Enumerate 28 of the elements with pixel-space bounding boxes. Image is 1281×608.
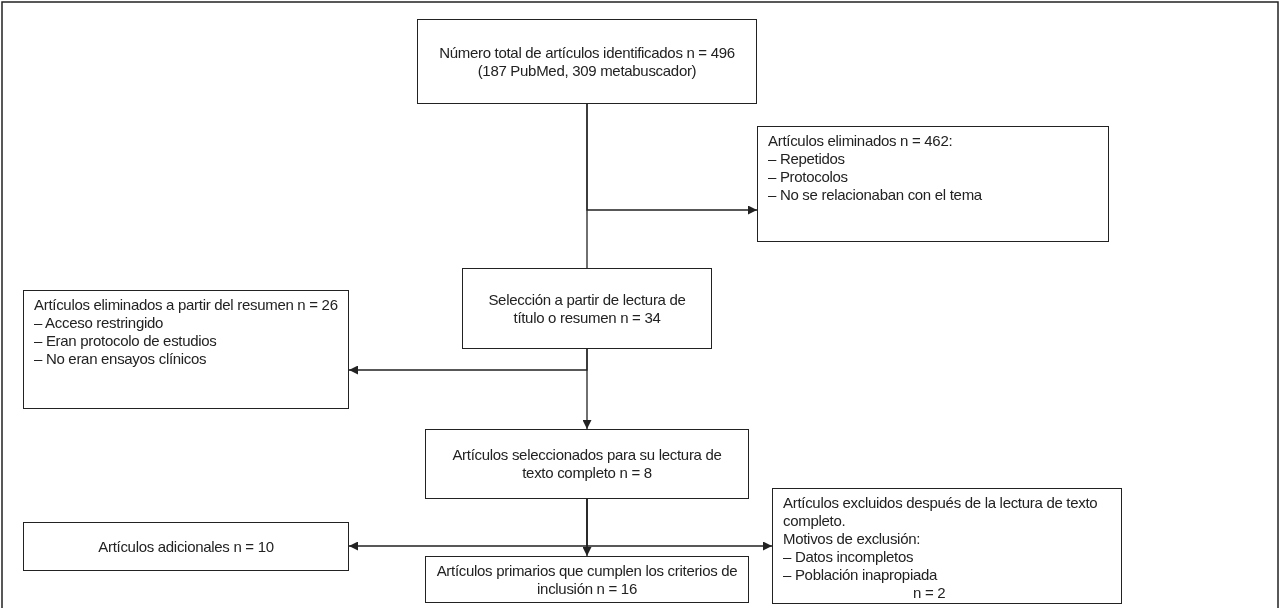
box-text: Artículos excluidos después de la lectura de texto completo. [783, 494, 1099, 530]
arrow [586, 498, 773, 551]
box-text: Artículos seleccionados para su lectura de texto completo n = 8 [451, 446, 723, 482]
box-text: Artículos eliminados a partir del resumen n = 26 [34, 296, 338, 314]
process-box [23, 290, 349, 409]
process-box [462, 268, 712, 349]
process-box [417, 19, 757, 104]
process-box [23, 522, 349, 571]
box-text: – No eran ensayos clínicos [34, 350, 208, 368]
box-text: Número total de artículos identificados n = 496 (187 PubMed, 309 metabuscador) [438, 43, 736, 80]
box-text: Selección a partir de lectura de título o resumen n = 34 [487, 290, 687, 327]
box-text: Artículos eliminados n = 462: [768, 132, 954, 150]
process-box [757, 126, 1109, 242]
box-text: – Población inapropiada [783, 566, 939, 584]
box-text: – Eran protocolo de estudios [34, 332, 218, 350]
process-box [425, 429, 749, 499]
box-text: Motivos de exclusión: [783, 530, 922, 548]
box-text: n = 2 [912, 584, 947, 602]
box-text: – No se relacionaban con el tema [768, 186, 983, 204]
box-text: Artículos primarios que cumplen los criterios de inclusión n = 16 [436, 561, 738, 598]
process-box [772, 488, 1122, 604]
box-text: – Protocolos [768, 168, 849, 186]
arrow [582, 348, 592, 430]
process-box [425, 556, 749, 603]
box-text: – Acceso restringido [34, 314, 165, 332]
box-text: Artículos adicionales n = 10 [97, 537, 275, 556]
box-text: – Repetidos [768, 150, 846, 168]
box-text: – Datos incompletos [783, 548, 915, 566]
